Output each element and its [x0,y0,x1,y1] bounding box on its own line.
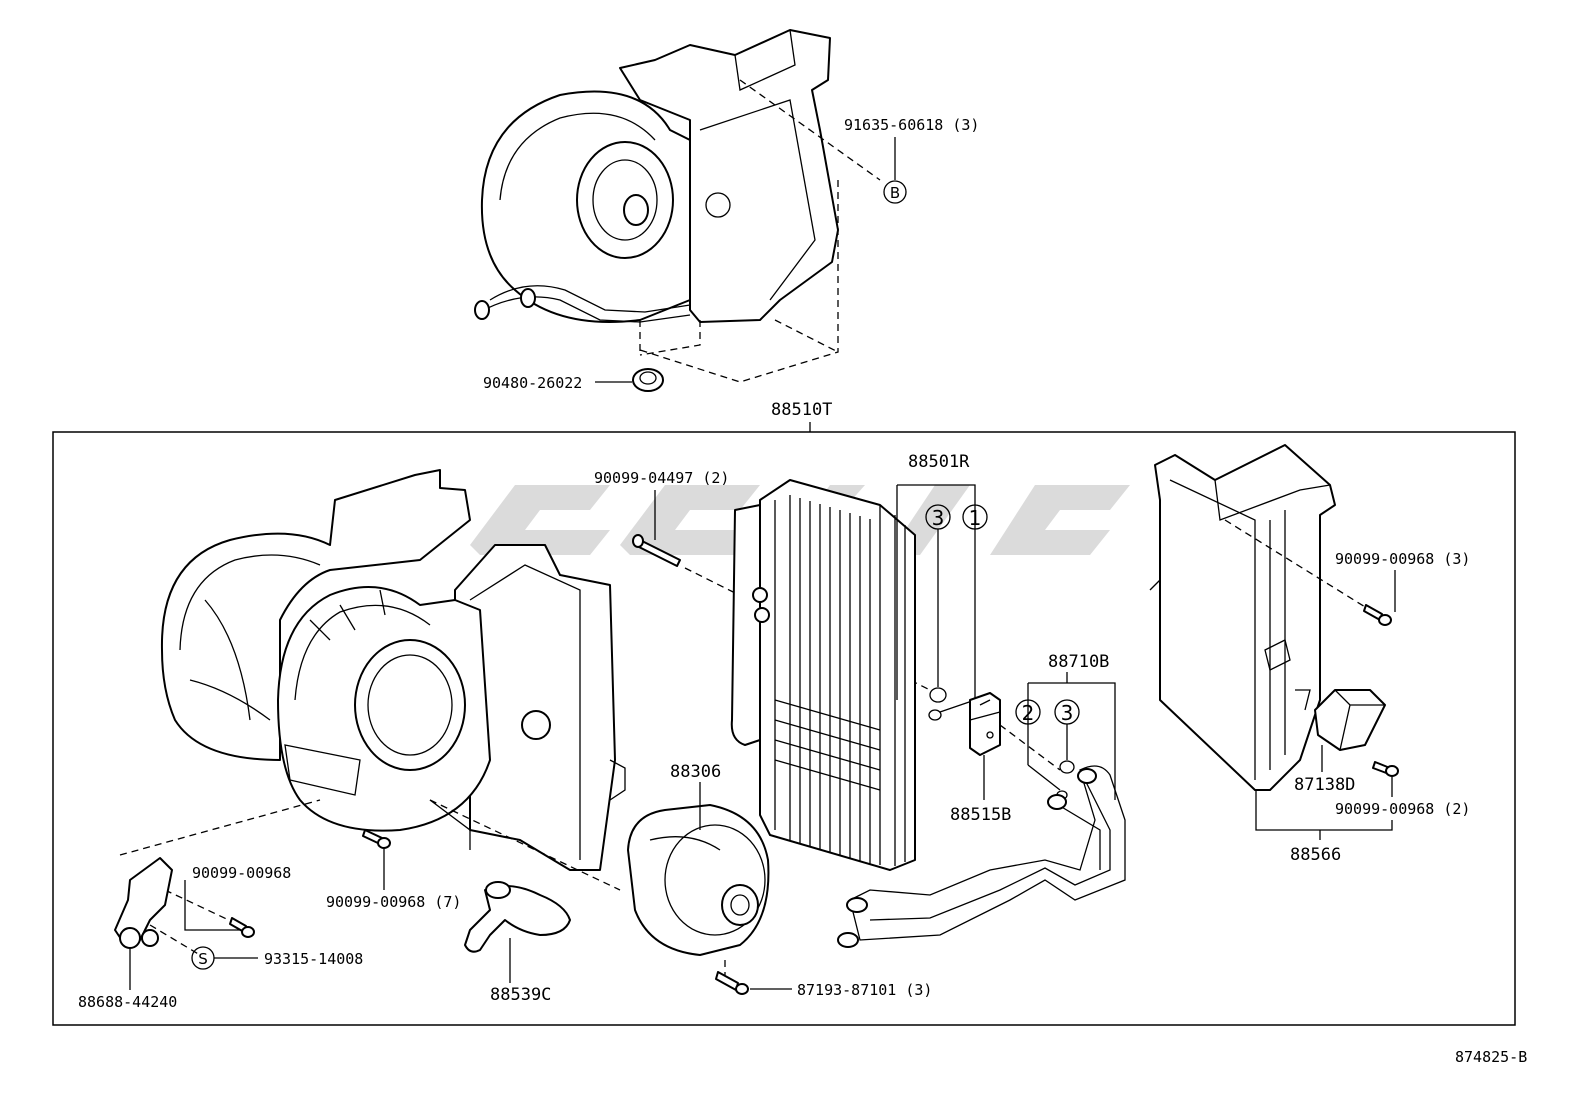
circle-mark-evap-1-label: 1 [969,506,982,530]
label-hose: 88539C [490,985,551,1005]
label-screw-right-bottom: 90099-00968 (2) [1335,800,1470,818]
grommet-part [632,368,664,392]
motor-screw [715,971,749,995]
label-expansion-valve: 88515B [950,805,1011,825]
label-blower-motor: 88306 [670,762,721,782]
pipe-set-part [837,765,1126,948]
label-screw-left: 90099-00968 [192,864,291,882]
screw-right-bottom [1372,761,1399,777]
o-ring-evap-1 [928,709,942,721]
label-bolt-top: 90099-04497 (2) [594,469,729,487]
label-evaporator: 88501R [908,452,970,472]
circle-mark-pipe-3-label: 3 [1061,701,1074,725]
label-pipe-set: 88710B [1048,652,1109,672]
top-heater-unit [474,29,881,383]
hose-part [464,881,571,953]
diagram-id: 874825-B [1455,1048,1527,1066]
label-clamp-ref: 93315-14008 [264,950,363,968]
expansion-valve-part [969,692,1001,756]
circle-mark-evap-1 [962,504,988,530]
screw-mid [362,829,391,849]
circle-mark-b-label: B [890,184,900,202]
label-motor-screw: 87193-87101 (3) [797,981,932,999]
label-grommet: 90480-26022 [483,374,582,392]
circle-mark-pipe-2-label: 2 [1022,701,1035,725]
o-ring-evap-3 [929,687,947,703]
circle-mark-b [883,180,907,204]
circle-mark-evap-3-label: 3 [932,506,945,530]
right-case-part [1149,444,1336,791]
main-assembly-frame [52,431,1516,1026]
screw-left [229,917,255,938]
blower-motor-part [627,804,770,956]
label-screw-right-top: 90099-00968 (3) [1335,550,1470,568]
evaporator-part [730,479,916,871]
label-top-screw: 91635-60618 (3) [844,116,979,134]
screw-right-top [1363,604,1392,626]
label-screw-mid: 90099-00968 (7) [326,893,461,911]
circle-mark-pipe-2 [1015,699,1041,725]
o-ring-pipe-3 [1059,760,1075,774]
circle-mark-s-label: S [198,950,208,968]
label-right-case: 88566 [1290,845,1341,865]
blower-case-assembly [160,469,626,871]
label-resistor: 87138D [1294,775,1355,795]
bolt-top [632,534,681,567]
resistor-part [1314,689,1386,751]
label-bracket: 88688-44240 [78,993,177,1011]
label-main-assembly: 88510T [771,400,832,420]
bracket-part [114,857,173,949]
